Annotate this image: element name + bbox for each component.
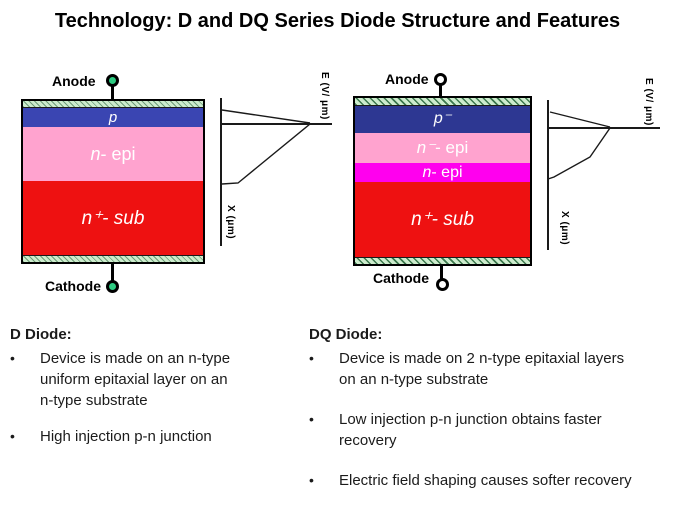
d-diode-notes: D Diode: • Device is made on an n-type u…	[10, 324, 280, 447]
d-layer-p: p	[23, 107, 203, 127]
dq-cathode-wire	[440, 264, 443, 281]
dq-layer-n-sub-label: n⁺	[411, 209, 432, 231]
dq-bottom-contact-strip	[355, 257, 530, 264]
bullet-icon: •	[309, 472, 314, 488]
dq-anode-label: Anode	[385, 71, 429, 87]
dq-diode-structure: p⁻ n⁻ - epi n - epi n⁺ - sub	[353, 96, 532, 266]
dq-efield-axis-label: E (V/ μm)	[643, 78, 654, 126]
dq-layer-n-epi-label-rest: - epi	[431, 163, 463, 181]
bullet-icon: •	[309, 350, 314, 366]
d-notes-bullet-1: • Device is made on an n-type uniform ep…	[10, 348, 280, 411]
dq-anode-terminal-icon	[434, 73, 447, 86]
dq-notes-bullet-2-text: Low injection p-n junction obtains faste…	[339, 409, 602, 451]
dq-layer-n-minus-epi: n⁻ - epi	[355, 132, 530, 164]
d-anode-wire	[111, 84, 114, 101]
dq-layer-p-minus: p⁻	[355, 105, 530, 133]
d-diode-structure: p n - epi n⁺ - sub	[21, 99, 205, 264]
bullet-line: Electric field shaping causes softer rec…	[339, 472, 632, 489]
d-efield-plot	[220, 98, 332, 246]
page-title: Technology: D and DQ Series Diode Struct…	[54, 10, 621, 32]
d-cathode-terminal-icon	[106, 280, 119, 293]
dq-layer-n-sub-label-rest: - sub	[431, 209, 474, 231]
d-efield-profile-lower-line	[221, 123, 311, 185]
dq-layer-p-minus-label: p⁻	[433, 110, 452, 128]
d-notes-bullet-2-text: High injection p-n junction	[40, 426, 212, 447]
d-notes-bullet-2: • High injection p-n junction	[10, 426, 280, 447]
bullet-line: Device is made on 2 n-type epitaxial lay…	[339, 350, 625, 367]
dq-anode-wire	[439, 84, 442, 98]
d-depth-axis-label: X (μm)	[225, 205, 236, 240]
d-top-contact-strip	[23, 101, 203, 108]
bullet-line: n-type substrate	[40, 392, 148, 409]
dq-notes-bullet-2: • Low injection p-n junction obtains fas…	[309, 409, 669, 451]
dq-layer-n-epi: n - epi	[355, 163, 530, 182]
bullet-line: on an n-type substrate	[339, 371, 489, 388]
dq-notes-bullet-1: • Device is made on 2 n-type epitaxial l…	[309, 348, 669, 390]
bullet-line: Low injection p-n junction obtains faste…	[339, 411, 602, 428]
d-notes-bullet-1-text: Device is made on an n-type uniform epit…	[40, 348, 230, 411]
dq-layer-n-minus-epi-label: n⁻	[416, 138, 436, 158]
dq-top-contact-strip	[355, 98, 530, 106]
d-bottom-contact-strip	[23, 255, 203, 262]
d-efield-profile-upper-line	[221, 109, 311, 124]
d-layer-n-epi: n - epi	[23, 126, 203, 181]
d-layer-n-sub-label-rest: - sub	[102, 207, 145, 229]
dq-cathode-terminal-icon	[436, 278, 449, 291]
bullet-line: recovery	[339, 432, 397, 449]
d-efield-axis-label: E (V/ μm)	[319, 72, 330, 120]
bullet-icon: •	[10, 428, 15, 444]
bullet-line: High injection p-n junction	[40, 428, 212, 445]
d-layer-n-epi-label: n	[90, 143, 101, 164]
dq-notes-bullet-1-text: Device is made on 2 n-type epitaxial lay…	[339, 348, 624, 390]
d-anode-label: Anode	[52, 73, 96, 89]
d-layer-n-epi-label-rest: - epi	[100, 143, 136, 164]
d-cathode-label: Cathode	[45, 278, 101, 294]
dq-depth-axis-label: X (μm)	[559, 211, 570, 246]
dq-efield-profile-lower-line	[547, 127, 611, 180]
bullet-icon: •	[10, 350, 15, 366]
dq-efield-profile-upper-line	[549, 111, 611, 128]
dq-diode-notes: DQ Diode: • Device is made on 2 n-type e…	[309, 324, 669, 491]
dq-layer-n-sub: n⁺ - sub	[355, 181, 530, 258]
d-layer-n-sub-label: n⁺	[81, 207, 103, 229]
d-anode-terminal-icon	[106, 74, 119, 87]
dq-layer-n-epi-label: n	[422, 163, 432, 181]
bullet-line: uniform epitaxial layer on an	[40, 371, 228, 388]
dq-cathode-label: Cathode	[373, 270, 429, 286]
d-cathode-wire	[111, 262, 114, 282]
dq-layer-n-minus-epi-label-rest: - epi	[435, 138, 469, 158]
dq-notes-bullet-3: • Electric field shaping causes softer r…	[309, 470, 669, 491]
bullet-line: Device is made on an n-type	[40, 350, 231, 367]
dq-efield-plot	[547, 100, 660, 250]
d-layer-n-sub: n⁺ - sub	[23, 181, 203, 256]
bullet-icon: •	[309, 411, 314, 427]
d-notes-heading: D Diode:	[10, 326, 72, 343]
dq-notes-heading: DQ Diode:	[309, 326, 383, 343]
dq-notes-bullet-3-text: Electric field shaping causes softer rec…	[339, 470, 632, 491]
d-layer-p-label: p	[108, 108, 118, 126]
